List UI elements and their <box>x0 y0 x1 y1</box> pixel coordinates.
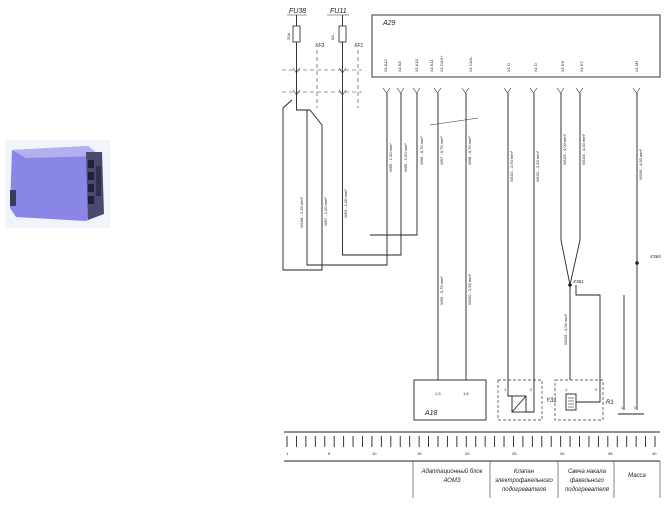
ruler-number-30: 30 <box>560 451 565 456</box>
wire-labels: W198 - 2,50 mm² W97 - 1,00 mm² W93 - 1,0… <box>299 133 661 345</box>
wire-label-8: W98 - 0,75 mm² <box>467 136 472 165</box>
ecu-pin-1: X1 A12 <box>383 58 388 72</box>
wire-label-11: W101 - 2,50 mm² <box>509 150 514 182</box>
wire-label-16: W106 - 4,00 mm² <box>638 148 643 180</box>
footer-plug-label-1: Свеча накала <box>568 469 607 475</box>
ecu-pin-6: X1 CAN- <box>468 56 473 72</box>
ruler-number-35: 35 <box>608 451 613 456</box>
ruler-number-1: 1 <box>286 451 289 456</box>
splice-xz65: ХЗ65 <box>649 254 661 259</box>
ecu-pin-9: X1 K6 <box>560 60 565 72</box>
ecu-pin-11: X1 M1 <box>634 60 639 72</box>
ground-r1-label: R1 <box>606 400 614 406</box>
ruler-numbers: 1 5 10 15 20 25 30 35 40 <box>286 451 657 456</box>
ecu-pin-5: X1 CAN+ <box>439 55 444 72</box>
splice-xz61: ХЗ61 <box>572 279 584 284</box>
ruler-number-15: 15 <box>417 451 422 456</box>
unit-a18-label: A18 <box>424 410 438 417</box>
ruler-number-40: 40 <box>652 451 657 456</box>
unit-a18: A18 1,5 1,6 <box>413 379 487 421</box>
ruler-number-25: 25 <box>512 451 517 456</box>
ecu-thumbnail <box>5 140 110 228</box>
footer-unit-label-1: Адаптационный блок <box>420 468 483 475</box>
ground-pin-1: 1 <box>621 405 624 410</box>
wire-label-2: W97 - 1,00 mm² <box>323 197 328 226</box>
fuse-fu11-label: FU11 <box>330 8 347 15</box>
wire-label-10: W100 - 2,50 mm² <box>467 273 472 305</box>
ground-pin-2: 2 <box>634 405 637 410</box>
ecu-connector-chevrons <box>382 87 641 94</box>
wire-label-14: W104 - 4,00 mm² <box>581 133 586 165</box>
wire-label-6: W96 - 0,75 mm² <box>419 136 424 165</box>
ecu-pin-8: X1 D <box>533 63 538 72</box>
valve-pin-1: 1 <box>504 387 507 392</box>
footer-valve-label-3: подогревателя <box>502 487 547 493</box>
footer-unit-label-2: АОМЗ <box>442 478 460 484</box>
ecu-pin-3: X1 A10 <box>414 58 419 72</box>
wire-label-13: W103 - 4,00 mm² <box>562 133 567 165</box>
ruler-number-5: 5 <box>328 451 331 456</box>
valve-pin-2: 2 <box>530 387 533 392</box>
fuse-fu38-label: FU38 <box>289 8 306 15</box>
fuse-fu11-rating: 5A <box>330 35 335 40</box>
fuse-connector-brackets <box>282 50 362 108</box>
ruler: 1 5 10 15 20 25 30 35 40 <box>284 431 661 498</box>
wire-label-9: W99 - 0,75 mm² <box>439 276 444 305</box>
footer-plug-label-3: подогревателя <box>565 487 610 493</box>
ground-r1: R1 1 2 <box>606 400 644 415</box>
wire-label-4: W95 - 1,00 mm² <box>388 143 393 172</box>
ecu-pin-4: X1 A11 <box>429 59 434 72</box>
ecu-a29: A29 X1 A12 X1 A8 X1 A10 X1 A11 X1 CAN+ X… <box>371 14 661 78</box>
fuse-fu38-rating: 20A <box>286 33 291 40</box>
footer-ground-label: Масса <box>628 473 646 479</box>
wires <box>282 42 639 410</box>
wire-label-5: W95 - 2,50 mm² <box>403 143 408 172</box>
plug-pin-2: 2 <box>595 387 598 392</box>
ecu-pin-labels: X1 A12 X1 A8 X1 A10 X1 A11 X1 CAN+ X1 CA… <box>383 55 639 72</box>
wire-label-7: W97 - 0,75 mm² <box>439 136 444 165</box>
ruler-number-10: 10 <box>372 451 377 456</box>
ecu-pin-2: X1 A8 <box>397 61 402 72</box>
wire-label-1: W198 - 2,50 mm² <box>299 196 304 228</box>
unit-pin-1: 1,5 <box>435 391 441 396</box>
fuse-fu11-socket: XF1 <box>353 43 363 49</box>
ecu-pin-7: X1 D <box>506 63 511 72</box>
valve-y31-label: Y31 <box>546 398 557 404</box>
unit-pin-2: 1,6 <box>463 391 469 396</box>
ecu-pin-10: X1 K7 <box>579 60 584 72</box>
ruler-number-20: 20 <box>465 451 470 456</box>
fuse-fu11: FU11 5A XF1 <box>327 8 363 49</box>
wire-label-12: W102 - 2,50 mm² <box>535 150 540 182</box>
footer-valve-label-1: Клапан <box>514 469 535 475</box>
footer-labels: Адаптационный блок АОМЗ Клапан электрофа… <box>420 468 646 493</box>
fuse-fu38-socket: XF3 <box>314 43 324 49</box>
plug-pin-1: 1 <box>565 387 568 392</box>
valve-y31: Y31 1 2 <box>497 379 557 421</box>
glow-plug: 1 2 <box>554 379 604 421</box>
footer-plug-label-2: факельного <box>570 478 604 484</box>
wire-label-3: W93 - 1,00 mm² <box>343 189 348 218</box>
ecu-a29-label: A29 <box>382 20 396 27</box>
wire-label-15: W105 - 4,00 mm² <box>563 313 568 345</box>
fuse-fu38: FU38 20A XF3 <box>286 8 324 49</box>
footer-valve-label-2: электрофакельного <box>495 478 553 484</box>
